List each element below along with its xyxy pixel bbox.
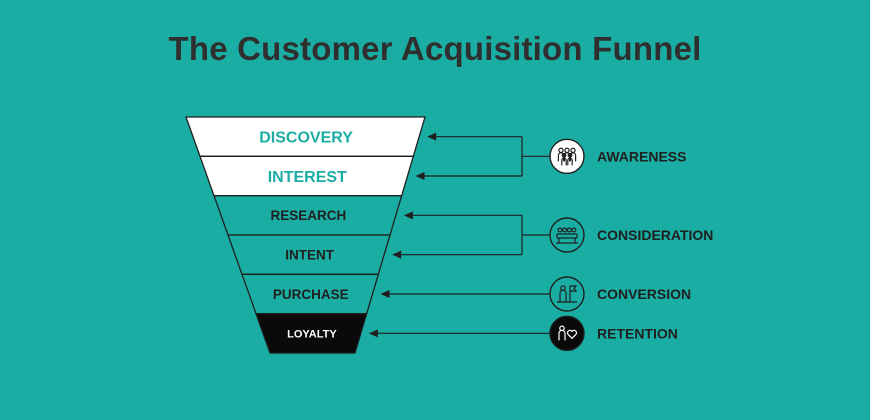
connector-awareness (415, 132, 550, 180)
connector-retention (368, 329, 550, 338)
connector-consideration (392, 211, 550, 259)
arrow-head (368, 329, 378, 338)
connectors (368, 132, 550, 338)
funnel-stage-label: PURCHASE (273, 287, 349, 302)
arrow-head (392, 250, 402, 259)
arrow-head (415, 172, 425, 180)
diagram-title: The Customer Acquisition Funnel (168, 30, 702, 67)
people-group-icon (549, 138, 585, 175)
group-label-conversion: CONVERSION (597, 286, 691, 302)
funnel-stage-label: RESEARCH (271, 208, 347, 223)
arrow-head (403, 211, 413, 220)
person-flag-icon (549, 276, 585, 312)
funnel: DISCOVERY INTEREST RESEARCH INTENT PURCHASE L… (185, 116, 426, 354)
funnel-stage-label: DISCOVERY (259, 129, 353, 146)
meeting-table-icon (549, 217, 585, 253)
group-label-retention: RETENTION (597, 325, 678, 341)
stage-groups: AWARENESS CONSIDERATION CONVERSION RETENTIO… (549, 138, 713, 352)
connector-conversion (380, 290, 550, 298)
group-label-awareness: AWARENESS (597, 148, 686, 164)
arrow-head (380, 290, 390, 298)
funnel-stage-label: INTENT (285, 248, 335, 263)
group-label-consideration: CONSIDERATION (597, 227, 713, 243)
arrow-head (427, 132, 437, 141)
funnel-stage-label: INTEREST (268, 169, 347, 186)
funnel-stage-loyalty (255, 313, 368, 354)
funnel-stage-label: LOYALTY (287, 328, 337, 340)
person-heart-icon (549, 315, 585, 352)
